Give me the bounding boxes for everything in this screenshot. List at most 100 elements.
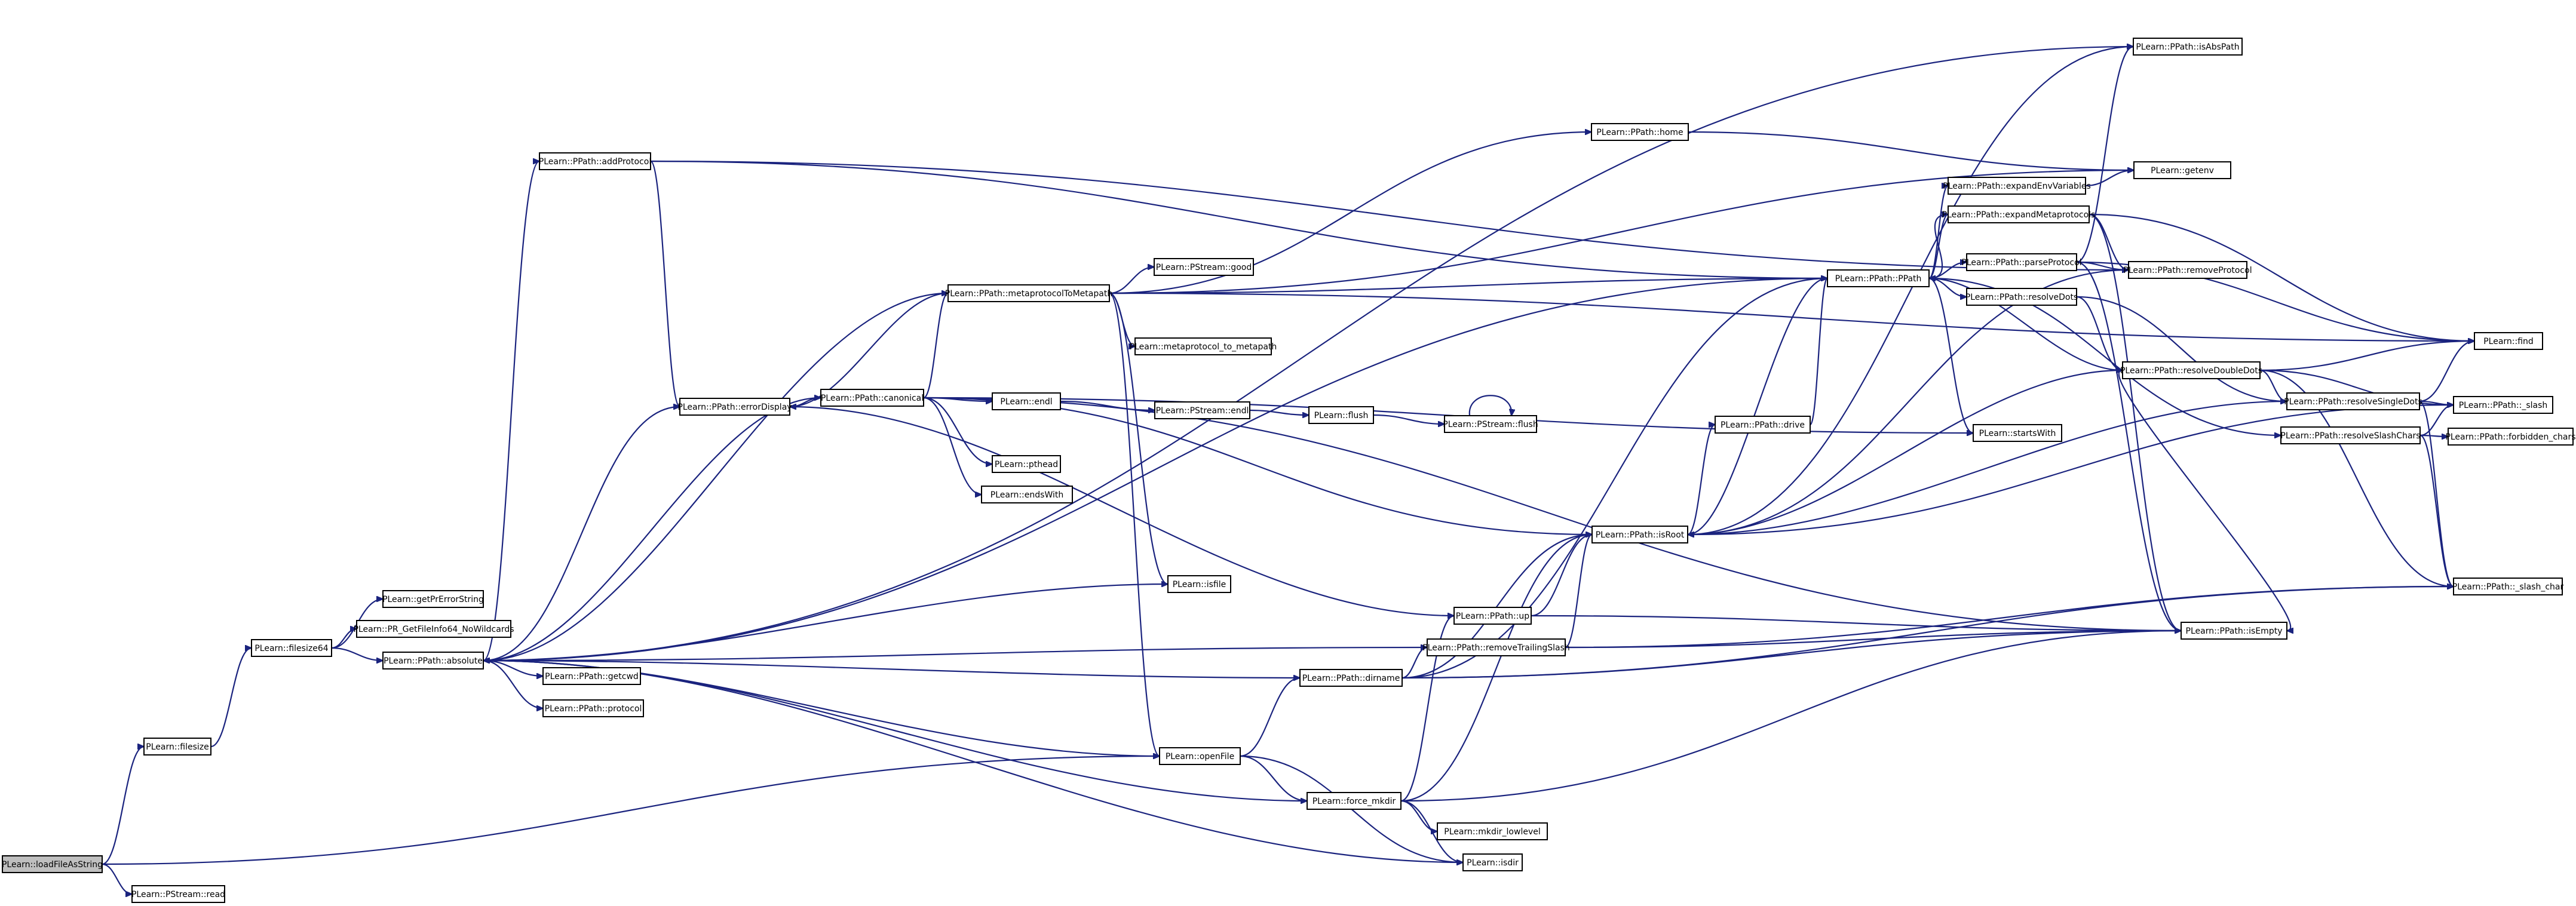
node-label: PLearn::force_mkdir: [1312, 797, 1396, 806]
edge-add-protocol-to-error-display: [649, 160, 680, 407]
node-force-mkdir[interactable]: PLearn::force_mkdir: [1307, 792, 1402, 810]
node-slash-char[interactable]: PLearn::PPath::_slash_char: [2452, 578, 2564, 595]
edge-resolve-single-dots-to-find: [2419, 341, 2474, 403]
node-box: [2122, 361, 2261, 379]
node-box: [2181, 622, 2287, 640]
node-label: PLearn::PPath::absolute: [384, 656, 483, 666]
edge-force-mkdir-to-mkdir-lowlevel: [1400, 800, 1437, 831]
node-box: [947, 284, 1110, 302]
edge-parse-protocol-to-remove-protocol: [2076, 261, 2129, 270]
node-label: PLearn::endl: [1000, 397, 1052, 407]
edge-resolve-double-dots-to-is-root: [1688, 369, 2123, 535]
node-box: [1591, 123, 1689, 141]
node-isfile[interactable]: PLearn::isfile: [1167, 575, 1231, 593]
node-getcwd[interactable]: PLearn::PPath::getcwd: [542, 667, 641, 685]
node-remove-trailing-slash[interactable]: PLearn::PPath::removeTrailingSlash: [1422, 638, 1570, 656]
node-flush[interactable]: PLearn::flush: [1308, 406, 1374, 424]
node-box: [1966, 253, 2077, 271]
edge-remove-trailing-slash-to-is-empty: [1565, 631, 2181, 649]
node-filesize64[interactable]: PLearn::filesize64: [251, 639, 332, 657]
node-endl[interactable]: PLearn::endl: [992, 392, 1061, 410]
edge-remove-trailing-slash-to-is-root: [1565, 535, 1592, 649]
node-load-file-as-string[interactable]: PLearn::loadFileAsString: [2, 855, 103, 873]
node-up[interactable]: PLearn::PPath::up: [1453, 607, 1532, 625]
node-box: [2280, 426, 2421, 444]
node-metaprotocol-to-metapath[interactable]: PLearn::metaprotocol_to_metapath: [1130, 337, 1277, 355]
node-open-file[interactable]: PLearn::openFile: [1159, 747, 1241, 765]
edge-endl-to-pstream-endl: [1060, 400, 1155, 410]
node-resolve-dots[interactable]: PLearn::PPath::resolveDots: [1965, 288, 2078, 306]
node-label: PLearn::isdir: [1467, 858, 1519, 868]
node-label: PLearn::PStream::good: [1156, 263, 1252, 272]
node-expand-env-variables[interactable]: PLearn::PPath::expandEnvVariables: [1943, 177, 2091, 195]
node-isdir[interactable]: PLearn::isdir: [1462, 853, 1523, 871]
edge-absolute-to-is-abs-path: [483, 47, 2133, 662]
node-filesize[interactable]: PLearn::filesize: [143, 738, 211, 755]
node-is-abs-path[interactable]: PLearn::PPath::isAbsPath: [2133, 38, 2243, 56]
node-box: [542, 699, 644, 717]
edge-resolve-double-dots-to-is-empty: [2118, 369, 2290, 631]
node-getenv[interactable]: PLearn::getenv: [2133, 161, 2231, 179]
edge-metaprotocol-to-metapath-to-home: [1109, 132, 1591, 294]
node-forbidden-chars[interactable]: PLearn::PPath::forbidden_chars: [2445, 428, 2576, 446]
node-box: [251, 639, 332, 657]
node-is-root[interactable]: PLearn::PPath::isRoot: [1591, 526, 1688, 543]
edge-absolute-to-error-display: [483, 407, 680, 662]
edge-resolve-dots-to-resolve-double-dots: [2076, 296, 2123, 370]
node-box: [679, 398, 790, 416]
node-slash[interactable]: PLearn::PPath::_slash: [2453, 396, 2553, 414]
node-is-empty[interactable]: PLearn::PPath::isEmpty: [2181, 622, 2287, 640]
node-label: PLearn::PPath::parseProtocol: [1961, 258, 2081, 268]
node-pstream-good[interactable]: PLearn::PStream::good: [1154, 258, 1254, 276]
node-label: PLearn::PStream::endl: [1156, 406, 1249, 416]
node-pstream-endl[interactable]: PLearn::PStream::endl: [1154, 401, 1250, 419]
node-ppath[interactable]: PLearn::PPath::PPath: [1827, 269, 1930, 287]
node-label: PLearn::PPath::metaprotocolToMetapath: [945, 289, 1112, 299]
node-drive[interactable]: PLearn::PPath::drive: [1715, 416, 1811, 434]
edge-ppath-to-expand-env-variables: [1928, 186, 1949, 280]
edge-flush-to-pstream-flush: [1373, 414, 1445, 424]
node-pr-get-file-info64[interactable]: PLearn::PR_GetFileInfo64_NoWildcards: [353, 620, 514, 638]
edge-ppath-to-resolve-slash-chars: [1928, 277, 2281, 435]
edge-force-mkdir-to-is-empty: [1400, 631, 2181, 802]
node-resolve-slash-chars[interactable]: PLearn::PPath::resolveSlashChars: [2280, 426, 2421, 444]
node-label: PLearn::pthead: [995, 460, 1058, 469]
node-parse-protocol[interactable]: PLearn::PPath::parseProtocol: [1961, 253, 2082, 271]
node-protocol[interactable]: PLearn::PPath::protocol: [542, 699, 644, 717]
node-find[interactable]: PLearn::find: [2474, 332, 2543, 350]
edge-drive-to-ppath: [1809, 278, 1827, 426]
node-box: [1437, 822, 1548, 840]
node-ends-with[interactable]: PLearn::endsWith: [981, 486, 1073, 503]
node-label: PLearn::metaprotocol_to_metapath: [1130, 342, 1277, 352]
node-starts-with[interactable]: PLearn::startsWith: [1973, 424, 2062, 442]
node-remove-protocol[interactable]: PLearn::PPath::removeProtocol: [2123, 261, 2252, 279]
node-absolute[interactable]: PLearn::PPath::absolute: [382, 652, 484, 669]
edge-force-mkdir-to-isdir: [1400, 800, 1463, 862]
node-dirname[interactable]: PLearn::PPath::dirname: [1299, 669, 1403, 687]
node-pstream-flush[interactable]: PLearn::PStream::flush: [1443, 415, 1538, 433]
node-metaprotocol-to-metapath[interactable]: PLearn::PPath::metaprotocolToMetapath: [945, 284, 1112, 302]
node-home[interactable]: PLearn::PPath::home: [1591, 123, 1689, 141]
node-label: PLearn::PPath::isRoot: [1596, 530, 1685, 540]
edge-resolve-double-dots-to-ppath: [1929, 278, 2123, 371]
node-pstream-read[interactable]: PLearn::PStream::read: [131, 885, 225, 903]
node-add-protocol[interactable]: PLearn::PPath::addProtocol: [539, 152, 651, 170]
node-label: PLearn::filesize64: [254, 644, 328, 653]
node-label: PLearn::flush: [1314, 411, 1369, 420]
node-error-display[interactable]: PLearn::PPath::errorDisplay: [677, 398, 792, 416]
node-pathead[interactable]: PLearn::pthead: [992, 455, 1061, 473]
node-box: [1948, 205, 2090, 223]
node-get-pr-error-string[interactable]: PLearn::getPrErrorString: [382, 590, 484, 608]
node-resolve-single-dots[interactable]: PLearn::PPath::resolveSingleDots: [2284, 392, 2422, 410]
node-label: PLearn::PPath::addProtocol: [539, 157, 651, 167]
node-canonical[interactable]: PLearn::PPath::canonical: [820, 389, 924, 407]
edge-expand-metaprotocols-to-find: [2089, 213, 2474, 341]
node-expand-metaprotocols[interactable]: PLearn::PPath::expandMetaprotocols: [1942, 205, 2096, 223]
edge-metaprotocol-to-metapath-to-error-display: [790, 292, 949, 407]
node-mkdir-lowlevel[interactable]: PLearn::mkdir_lowlevel: [1437, 822, 1548, 840]
node-resolve-double-dots[interactable]: PLearn::PPath::resolveDoubleDots: [2120, 361, 2262, 379]
edge-absolute-to-add-protocol: [483, 161, 539, 662]
node-box: [1308, 406, 1374, 424]
edge-dirname-to-is-root: [1402, 535, 1592, 679]
node-box: [2474, 332, 2543, 350]
